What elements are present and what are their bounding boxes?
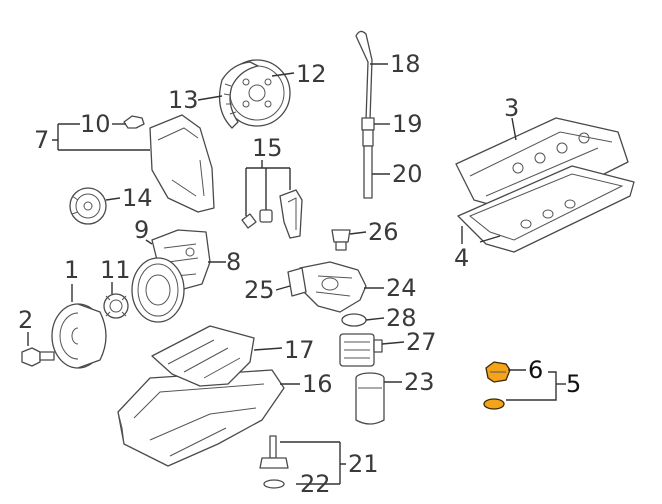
oil-drain-plug — [259, 435, 289, 469]
timing-belt — [218, 61, 259, 129]
crankshaft-bolt — [21, 347, 55, 367]
callout-9: 9 — [134, 216, 149, 244]
callout-21: 21 — [348, 450, 379, 478]
housing-gasket — [287, 267, 307, 297]
crankshaft-pulley — [69, 187, 107, 225]
callout-labels: 7 10 13 12 18 19 20 3 15 14 9 8 26 4 1 1… — [18, 50, 581, 498]
callout-3: 3 — [504, 94, 519, 122]
callout-8: 8 — [226, 248, 241, 276]
callout-10: 10 — [80, 110, 111, 138]
callout-6: 6 — [528, 356, 543, 384]
callout-28: 28 — [386, 304, 417, 332]
callout-20: 20 — [392, 160, 423, 188]
callout-26: 26 — [368, 218, 399, 246]
callout-5: 5 — [566, 370, 581, 398]
callout-14: 14 — [122, 184, 153, 212]
cover-clip — [123, 115, 145, 129]
dipstick-guide-tube — [363, 145, 373, 199]
leader-lines — [27, 63, 566, 485]
dipstick-seal — [361, 117, 375, 147]
callout-18: 18 — [390, 50, 421, 78]
oil-filter — [355, 372, 385, 425]
callout-7: 7 — [34, 126, 49, 154]
callout-22: 22 — [300, 470, 331, 498]
callout-25: 25 — [244, 276, 275, 304]
highlighted-oil-cap-seal — [483, 398, 505, 410]
callout-24: 24 — [386, 274, 417, 302]
oil-pan-baffle — [151, 325, 255, 387]
oil-filter-housing — [299, 261, 367, 313]
callout-19: 19 — [392, 110, 423, 138]
callout-12: 12 — [296, 60, 327, 88]
engine-rear-plate — [131, 257, 185, 323]
callout-27: 27 — [406, 328, 437, 356]
callout-16: 16 — [302, 370, 333, 398]
valve-cover-gasket — [457, 165, 635, 253]
oil-cooler-seal — [341, 313, 367, 327]
callout-15: 15 — [252, 134, 283, 162]
callout-17: 17 — [284, 336, 315, 364]
timing-belt-cover — [149, 114, 215, 213]
crankshaft-damper — [51, 303, 107, 369]
tensioner-bushing — [259, 209, 273, 223]
oil-dipstick — [355, 30, 373, 121]
callout-11: 11 — [100, 256, 131, 284]
callout-23: 23 — [404, 368, 435, 396]
highlighted-oil-cap — [485, 361, 511, 383]
tensioner-bolt — [241, 213, 257, 229]
valve-cover — [455, 117, 629, 215]
drain-plug-washer — [263, 479, 285, 489]
callout-1: 1 — [64, 256, 79, 284]
callout-2: 2 — [18, 306, 33, 334]
breather-valve — [331, 229, 351, 251]
callout-13: 13 — [168, 86, 199, 114]
tensioner-arm — [279, 189, 303, 239]
callout-4: 4 — [454, 244, 469, 272]
crankshaft-gear — [103, 293, 129, 319]
oil-cooler — [339, 333, 383, 367]
